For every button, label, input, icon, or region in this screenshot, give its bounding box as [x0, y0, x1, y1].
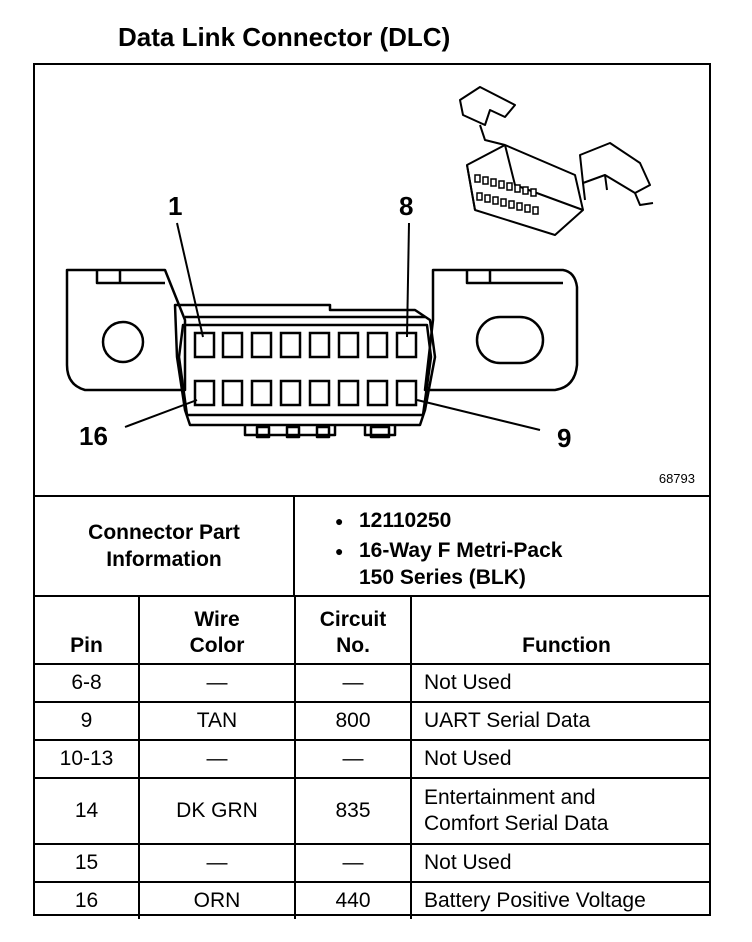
table-header-row: Pin Wire Color Circuit No. Function — [35, 597, 709, 665]
header-circuit-no: Circuit No. — [294, 597, 412, 665]
header-wire-color: Wire Color — [138, 597, 296, 665]
pin-label-1: 1 — [168, 191, 182, 221]
table-row: 15 — — Not Used — [35, 843, 709, 883]
table-row: 16 ORN 440 Battery Positive Voltage — [35, 881, 709, 919]
cell-wire: TAN — [138, 701, 296, 741]
connector-info-label-line2: Information — [106, 548, 222, 571]
connector-description-line1: 16-Way F Metri-Pack — [359, 539, 563, 562]
table-row: 6-8 — — Not Used — [35, 663, 709, 703]
connector-drawing: 1 8 16 9 — [65, 86, 654, 453]
cell-circuit: 440 — [294, 881, 412, 919]
cell-pin: 10-13 — [35, 739, 140, 779]
cell-function: Not Used — [410, 843, 709, 883]
table-row: 10-13 — — Not Used — [35, 739, 709, 779]
cell-wire: — — [138, 739, 296, 779]
cell-function: Entertainment and Comfort Serial Data — [410, 777, 709, 845]
cell-pin: 14 — [35, 777, 140, 845]
header-function: Function — [410, 597, 709, 665]
cell-function: UART Serial Data — [410, 701, 709, 741]
cell-circuit: 800 — [294, 701, 412, 741]
cell-function: Not Used — [410, 739, 709, 779]
cell-circuit: 835 — [294, 777, 412, 845]
dlc-frame: 1 8 16 9 68793 Connector Part Informatio… — [33, 63, 711, 919]
cell-function: Not Used — [410, 663, 709, 703]
header-circuit-line2: No. — [336, 634, 370, 657]
cell-circuit: — — [294, 739, 412, 779]
cell-circuit: — — [294, 663, 412, 703]
cell-function: Battery Positive Voltage — [410, 881, 709, 919]
cell-function-line1: Entertainment and — [424, 786, 596, 809]
connector-info-label: Connector Part Information — [35, 497, 295, 595]
cell-pin: 9 — [35, 701, 140, 741]
pin-label-9: 9 — [557, 423, 571, 453]
connector-info-values: ● 12110250 ● 16-Way F Metri-Pack 150 Ser… — [335, 507, 562, 591]
cell-wire: ORN — [138, 881, 296, 919]
cell-wire: — — [138, 843, 296, 883]
header-pin: Pin — [35, 597, 140, 665]
cell-pin: 6-8 — [35, 663, 140, 703]
connector-diagram: 1 8 16 9 68793 — [35, 65, 709, 495]
cell-pin: 16 — [35, 881, 140, 919]
connector-part-info: Connector Part Information ● 12110250 ● … — [35, 495, 709, 597]
header-circuit-line1: Circuit — [319, 608, 387, 631]
table-row: 9 TAN 800 UART Serial Data — [35, 701, 709, 741]
cell-circuit: — — [294, 843, 412, 883]
bullet-icon: ● — [335, 513, 344, 529]
cell-pin: 15 — [35, 843, 140, 883]
cell-wire: DK GRN — [138, 777, 296, 845]
part-number: 12110250 — [359, 509, 452, 532]
pinout-table: Pin Wire Color Circuit No. Function 6-8 … — [35, 597, 709, 919]
bullet-icon: ● — [335, 543, 344, 559]
cell-function-line2: Comfort Serial Data — [424, 812, 609, 835]
pin-label-16: 16 — [79, 421, 108, 451]
table-row: 14 DK GRN 835 Entertainment and Comfort … — [35, 777, 709, 845]
header-wire-line1: Wire — [194, 608, 240, 631]
connector-description-line2: 150 Series (BLK) — [359, 566, 526, 589]
pin-label-8: 8 — [399, 191, 413, 221]
page-title: Data Link Connector (DLC) — [118, 22, 451, 52]
figure-number: 68793 — [658, 471, 695, 486]
header-wire-line2: Color — [189, 634, 245, 657]
cell-wire: — — [138, 663, 296, 703]
connector-info-label-line1: Connector Part — [88, 521, 240, 544]
